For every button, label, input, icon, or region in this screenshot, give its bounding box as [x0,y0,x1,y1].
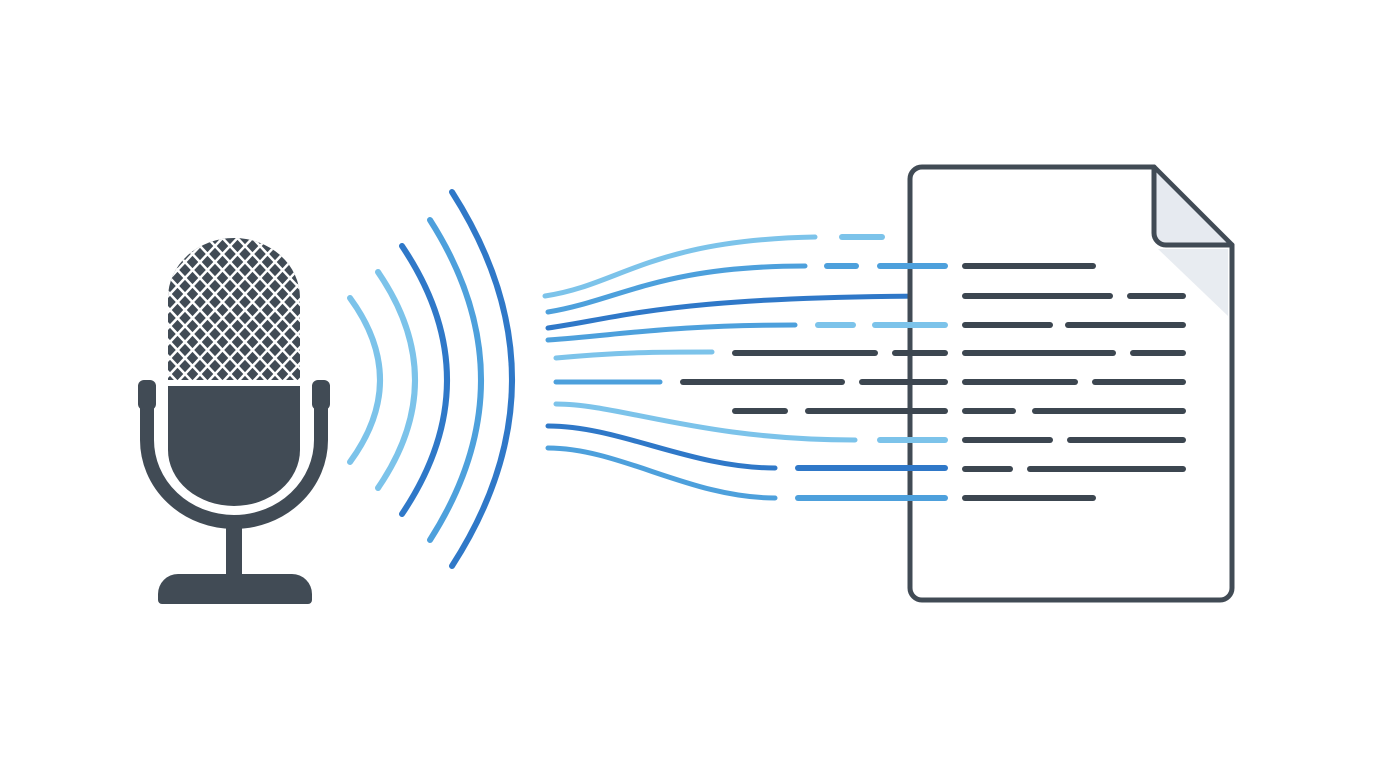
audio-stream-line [545,322,798,343]
grille-line [168,238,276,382]
audio-stream-line [542,234,818,299]
grille-line [168,238,201,382]
transcribed-text-lines [680,234,1186,501]
grille-line [259,238,300,382]
sound-wave-arc [427,217,484,543]
grille-line [168,238,231,382]
mic-knob-right [312,380,330,410]
grille-line [168,238,261,382]
grille-line [244,238,300,382]
audio-stream-line [553,349,715,361]
grille-line [168,238,291,382]
mic-band [160,380,308,386]
grille-line [5,230,155,390]
sound-wave-arc [375,269,418,491]
sound-waves-icon [347,189,515,569]
grille-line [199,238,300,382]
grille-line [0,230,110,390]
grille-line [0,230,140,390]
audio-stream-lines [542,234,948,501]
mic-stem [226,518,242,578]
grille-line [184,238,300,382]
sound-wave-arc [449,189,515,569]
audio-stream-line [545,445,778,501]
grille-line [0,230,125,390]
mic-knob-left [138,380,156,410]
grille-line [168,238,246,382]
grille-line [168,238,216,382]
audio-stream-line [545,293,948,331]
sound-wave-arc [399,243,450,517]
document-fold [1154,170,1229,245]
grille-line [168,238,231,382]
grille-line [168,238,171,382]
grille-line [0,230,140,390]
grille-line [168,238,186,382]
grille-line [289,238,300,382]
audio-stream-line [545,263,808,315]
mic-body [168,382,300,506]
mic-grille [168,238,300,382]
microphone-icon [0,230,500,604]
document-fold-shadow [1158,249,1228,316]
audio-stream-line [553,401,858,443]
grille-line [168,238,300,382]
grille-line [214,238,300,382]
grille-line [0,230,110,390]
audio-stream-line [545,423,778,471]
sound-wave-arc [347,295,383,465]
grille-line [244,238,300,382]
mic-base [158,574,312,604]
grille-line [168,238,216,382]
document-fold-outline [1151,164,1235,248]
grille-line [168,238,171,382]
grille-line [229,238,300,382]
grille-line [5,230,155,390]
grille-line [229,238,300,382]
grille-line [350,230,500,390]
grille-line [350,230,500,390]
grille-line [168,238,186,382]
grille-line [289,238,300,382]
grille-line [0,230,125,390]
